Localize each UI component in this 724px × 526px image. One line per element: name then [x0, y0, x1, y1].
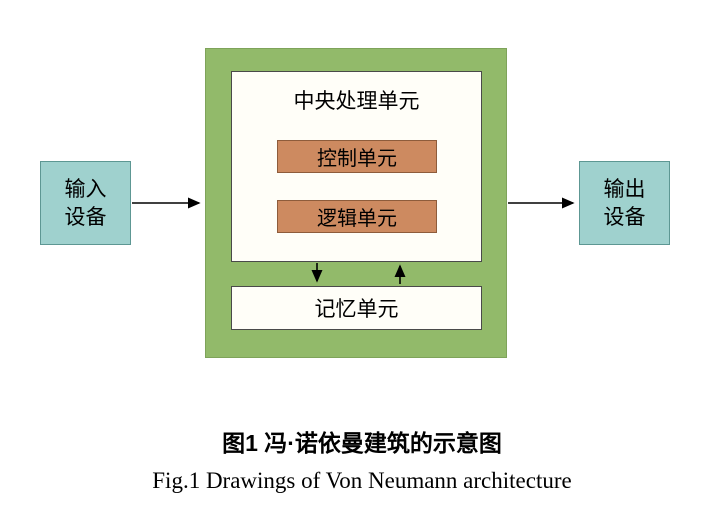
logic-unit-box: 逻辑单元: [277, 200, 437, 233]
memory-unit-box: 记忆单元: [231, 286, 482, 330]
control-unit-label: 控制单元: [317, 148, 397, 170]
input-device-line2: 设备: [64, 205, 107, 229]
output-device-box: 输出 设备: [579, 161, 670, 245]
cpu-title: 中央处理单元: [293, 89, 420, 113]
input-device-box: 输入 设备: [40, 161, 131, 245]
memory-unit-label: 记忆单元: [314, 297, 399, 321]
caption-english: Fig.1 Drawings of Von Neumann architectu…: [152, 468, 572, 493]
output-device-label: 输出 设备: [604, 175, 646, 232]
output-device-line1: 输出: [603, 176, 646, 201]
caption-chinese: 图1 冯·诺依曼建筑的示意图: [222, 430, 502, 456]
control-unit-box: 控制单元: [277, 140, 437, 173]
input-device-label: 输入 设备: [65, 175, 107, 232]
output-device-line2: 设备: [603, 205, 646, 229]
input-device-line1: 输入: [64, 176, 107, 201]
logic-unit-label: 逻辑单元: [317, 208, 397, 230]
